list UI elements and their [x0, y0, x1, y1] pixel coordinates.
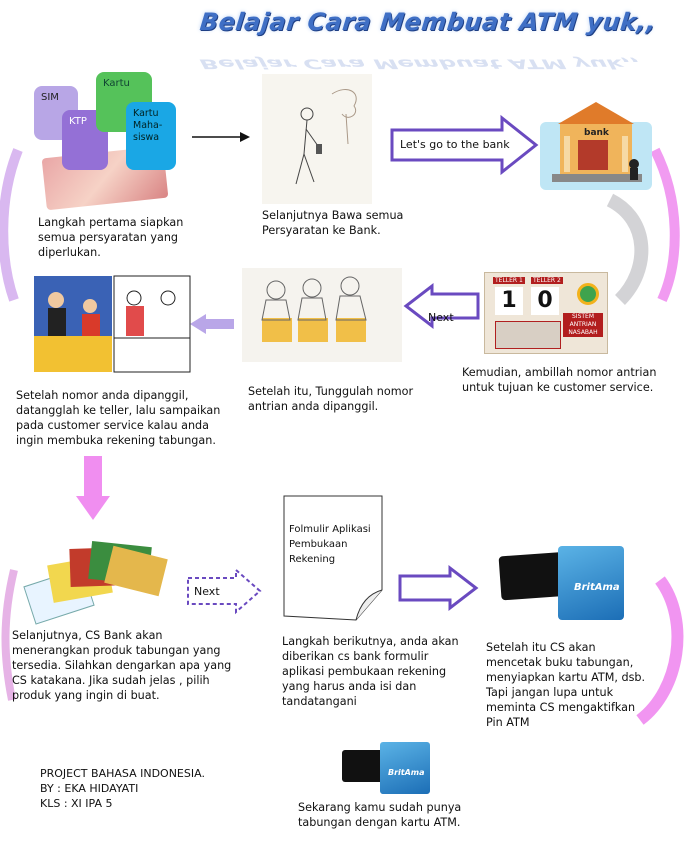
go-bank-label: Let's go to the bank: [400, 138, 510, 151]
next-arrow-left: [403, 282, 480, 330]
step3-text: Kemudian, ambillah nomor antrian untuk t…: [462, 366, 657, 394]
card-kartu-mahasiswa: Kartu Maha- siswa: [126, 102, 176, 170]
teller-cartoon: [34, 275, 191, 373]
footer-author: BY : EKA HIDAYATI: [40, 782, 139, 795]
queue-buttons: [495, 321, 561, 349]
step7-text: Langkah berikutnya, anda akan diberikan …: [282, 635, 459, 708]
form-document: [283, 495, 383, 621]
next-label-2: Next: [194, 585, 220, 598]
teller2-number: 0: [531, 287, 559, 315]
step1-text: Langkah pertama siapkan semua persyarata…: [38, 216, 184, 259]
queue-sign: SISTEM ANTRIAN NASABAH: [563, 313, 603, 337]
passbook: [558, 546, 624, 620]
final-atm-brand: BritAma: [388, 768, 425, 777]
card-ktp: KTP: [62, 110, 108, 170]
pink-down-arrow: [76, 456, 110, 520]
light-arrow-left: [190, 314, 234, 334]
footer: PROJECT BAHASA INDONESIA. BY : EKA HIDAY…: [40, 766, 205, 811]
bank-cards-fan: [23, 536, 168, 625]
step5-text: Setelah nomor anda dipanggil, datangglah…: [16, 389, 221, 447]
footer-class: KLS : XI IPA 5: [40, 797, 113, 810]
walking-man-sketch: [262, 74, 372, 204]
footer-project: PROJECT BAHASA INDONESIA.: [40, 767, 205, 780]
purple-right-arrow: [398, 564, 479, 612]
teller2-label: TELLER 2: [531, 277, 563, 284]
bank-building: bank: [540, 94, 652, 190]
bank-sign: bank: [584, 128, 609, 138]
final-atm-card: BritAma: [340, 736, 432, 794]
step2-text: Selanjutnya Bawa semua Persyaratan ke Ba…: [262, 209, 404, 237]
teller1-label: TELLER 1: [493, 277, 525, 284]
step9-text: Sekarang kamu sudah punya tabungan denga…: [298, 801, 462, 829]
step8-text: Setelah itu CS akan mencetak buku tabung…: [486, 641, 646, 729]
arrow-right-1: [192, 132, 250, 142]
queue-machine: TELLER 1 TELLER 2 1 0 SISTEM ANTRIAN NAS…: [484, 272, 608, 354]
next-label-1: Next: [428, 311, 454, 324]
go-bank-arrow: [390, 114, 539, 176]
atm-brand: BritAma: [574, 582, 620, 593]
documents-illustration: SIM KTP Kartu Kartu Maha- siswa: [30, 70, 180, 211]
waiting-room-sketch: [242, 268, 402, 362]
next-arrow-dashed: [187, 567, 262, 615]
step6-text: Selanjutnya, CS Bank akan menerangkan pr…: [12, 629, 232, 702]
atm-card-passbook: BritAma: [494, 538, 634, 628]
queue-logo: [577, 283, 599, 305]
form-title: Folmulir Aplikasi Pembukaan Rekening: [289, 524, 371, 565]
teller1-number: 1: [495, 287, 523, 315]
step4-text: Setelah itu, Tunggulah nomor antrian and…: [248, 385, 414, 413]
